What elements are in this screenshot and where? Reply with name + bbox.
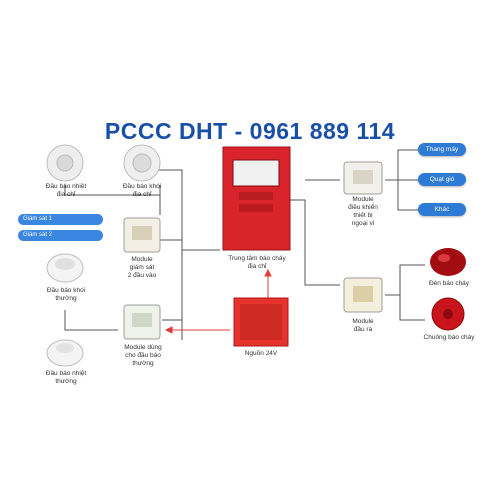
smoke-detector-conventional-icon xyxy=(46,253,84,283)
conventional-module-icon xyxy=(123,304,161,340)
smoke-detector-conventional-label: Đầu báo khói thường xyxy=(46,287,86,302)
monitor-input-1: Giám sát 1 xyxy=(18,214,103,225)
output-module-label: Module đầu ra xyxy=(352,318,374,333)
heat-detector-conventional-icon xyxy=(46,339,84,367)
fire-alarm-light-label: Đèn báo cháy xyxy=(428,280,470,287)
power-supply-label: Nguồn 24V xyxy=(244,350,278,357)
heat-detector-addressable-icon xyxy=(46,144,84,182)
smoke-detector-addressable-label: Đầu báo khói địa chỉ xyxy=(122,183,162,198)
control-module-icon xyxy=(343,161,383,195)
banner-title: PCCC DHT - 0961 889 114 xyxy=(104,118,396,144)
heat-detector-addressable-label: Đầu báo nhiệt địa chỉ xyxy=(45,183,87,198)
fire-bell-icon xyxy=(431,297,465,331)
heat-detector-conventional-label: Đầu báo nhiệt thường xyxy=(45,370,87,385)
monitor-input-2: Giám sát 2 xyxy=(18,230,103,241)
monitor-module-icon xyxy=(123,217,161,253)
output-elevator: Thang máy xyxy=(418,143,466,156)
smoke-detector-addressable-icon xyxy=(123,144,161,182)
panel-label: Trung tâm báo cháy địa chỉ xyxy=(228,255,286,270)
fire-bell-label: Chuông báo cháy xyxy=(423,334,475,341)
output-fan: Quạt gió xyxy=(418,173,466,186)
output-other: Khác xyxy=(418,203,466,216)
control-module-label: Module điều khiển thiết bị ngoại vi xyxy=(348,196,378,227)
fire-alarm-panel-icon xyxy=(222,146,291,251)
monitor-module-label: Module giám sát 2 đầu vào xyxy=(127,256,157,279)
power-supply-icon xyxy=(233,297,289,347)
red-arrows xyxy=(164,268,272,334)
conventional-module-label: Module dùng cho đầu báo thường xyxy=(124,344,162,367)
fire-alarm-light-icon xyxy=(430,248,466,276)
output-module-icon xyxy=(343,277,383,313)
